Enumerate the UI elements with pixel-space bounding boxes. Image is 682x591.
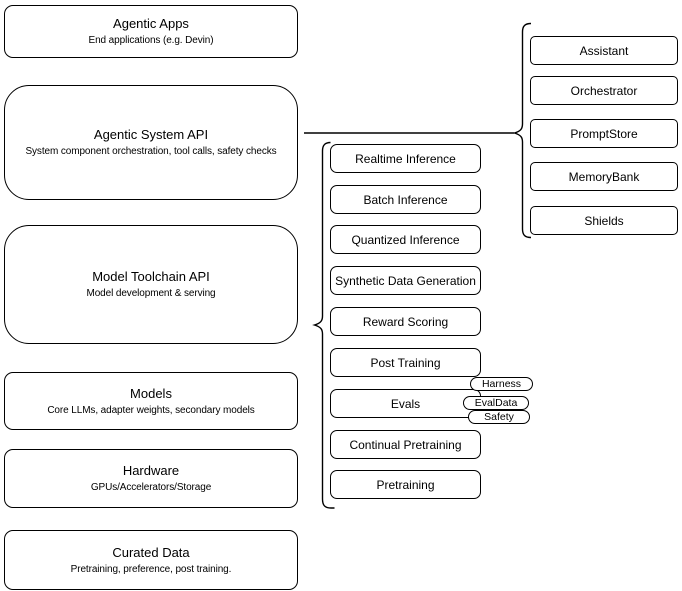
layer-agentic-system-api: Agentic System API System component orch…: [4, 85, 298, 200]
toolchain-item-realtime-inference: Realtime Inference: [330, 144, 481, 173]
layer-models: Models Core LLMs, adapter weights, secon…: [4, 372, 298, 430]
toolchain-item-label: Batch Inference: [363, 192, 448, 207]
toolchain-item-evals: Evals: [330, 389, 481, 418]
toolchain-item-label: Continual Pretraining: [349, 437, 462, 452]
layer-title: Model Toolchain API: [92, 269, 210, 284]
evals-tag-label: Safety: [484, 410, 514, 423]
toolchain-brace: [312, 141, 335, 509]
toolchain-item-synthetic-data-generation: Synthetic Data Generation: [330, 266, 481, 295]
system-item-label: Orchestrator: [570, 83, 638, 98]
toolchain-item-label: Evals: [390, 396, 421, 411]
toolchain-item-label: Quantized Inference: [351, 232, 460, 247]
system-item-label: Assistant: [579, 43, 629, 58]
system-item-shields: Shields: [530, 206, 678, 235]
system-item-label: Shields: [584, 213, 624, 228]
layer-title: Models: [130, 385, 172, 401]
layer-title: Agentic System API: [93, 127, 209, 142]
system-item-label: MemoryBank: [568, 169, 640, 184]
evals-tag-safety: Safety: [468, 410, 530, 424]
evals-tag-label: EvalData: [474, 396, 518, 409]
system-item-memorybank: MemoryBank: [530, 162, 678, 191]
system-item-assistant: Assistant: [530, 36, 678, 65]
toolchain-item-label: Realtime Inference: [355, 151, 456, 166]
layer-subtitle: Core LLMs, adapter weights, secondary mo…: [47, 404, 255, 416]
layer-curated-data: Curated Data Pretraining, preference, po…: [4, 530, 298, 590]
system-brace: [512, 22, 532, 239]
evals-tag-harness: Harness: [470, 377, 533, 391]
system-item-label: PromptStore: [570, 126, 638, 141]
layer-model-toolchain-api: Model Toolchain API Model development & …: [4, 225, 298, 344]
evals-tag-evaldata: EvalData: [463, 396, 529, 410]
layer-title: Hardware: [122, 463, 180, 478]
toolchain-item-label: Pretraining: [376, 477, 435, 492]
toolchain-item-batch-inference: Batch Inference: [330, 185, 481, 214]
system-item-promptstore: PromptStore: [530, 119, 678, 148]
toolchain-item-label: Synthetic Data Generation: [335, 273, 476, 288]
toolchain-item-quantized-inference: Quantized Inference: [330, 225, 481, 254]
toolchain-item-reward-scoring: Reward Scoring: [330, 307, 481, 336]
toolchain-item-label: Post Training: [370, 355, 441, 370]
toolchain-item-post-training: Post Training: [330, 348, 481, 377]
evals-tag-label: Harness: [481, 377, 522, 390]
layer-subtitle: Model development & serving: [86, 288, 216, 299]
toolchain-item-continual-pretraining: Continual Pretraining: [330, 430, 481, 459]
layer-subtitle: System component orchestration, tool cal…: [25, 146, 277, 157]
layer-hardware: Hardware GPUs/Accelerators/Storage: [4, 449, 298, 508]
toolchain-item-pretraining: Pretraining: [330, 470, 481, 499]
layer-subtitle: Pretraining, preference, post training.: [70, 563, 232, 575]
layer-subtitle: End applications (e.g. Devin): [88, 35, 214, 46]
system-item-orchestrator: Orchestrator: [530, 76, 678, 105]
layer-agentic-apps: Agentic Apps End applications (e.g. Devi…: [4, 5, 298, 58]
layer-title: Agentic Apps: [113, 16, 189, 31]
toolchain-item-label: Reward Scoring: [362, 314, 449, 329]
layer-title: Curated Data: [112, 544, 190, 560]
layer-subtitle: GPUs/Accelerators/Storage: [90, 482, 212, 493]
